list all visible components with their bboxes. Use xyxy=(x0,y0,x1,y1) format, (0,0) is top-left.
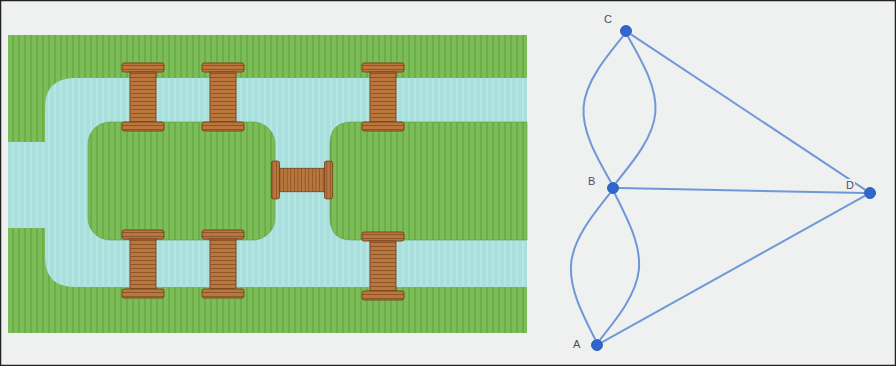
bridge xyxy=(122,230,164,298)
graph-edge xyxy=(571,193,610,339)
vertex-circle xyxy=(608,183,619,194)
graph-edge xyxy=(631,34,865,189)
bridge xyxy=(202,63,244,131)
vertex-dot xyxy=(864,187,876,199)
island xyxy=(88,122,275,240)
vertex-dot xyxy=(607,182,619,194)
bridge xyxy=(271,161,332,199)
east-land xyxy=(330,122,527,240)
vertex-dot xyxy=(591,339,603,351)
graph-vertex: A xyxy=(591,339,603,351)
vertex-circle xyxy=(865,188,876,199)
vertex-dot xyxy=(620,25,632,37)
graph-edge xyxy=(619,188,864,193)
vertex-circle xyxy=(621,26,632,37)
graph-edge xyxy=(583,36,623,182)
bridge xyxy=(362,63,404,131)
vertex-label: C xyxy=(603,13,613,25)
vertex-label: A xyxy=(572,338,581,350)
vertex-label: B xyxy=(587,175,596,187)
graph-vertex: D xyxy=(864,187,876,199)
graph-vertex: C xyxy=(620,25,632,37)
land xyxy=(8,35,527,333)
bridge xyxy=(122,63,164,131)
bridge xyxy=(202,230,244,298)
graph-vertex: B xyxy=(607,182,619,194)
river xyxy=(45,78,527,287)
graph-edge xyxy=(616,37,656,183)
vertex-circle xyxy=(592,340,603,351)
river-inflow xyxy=(8,142,60,228)
bridge xyxy=(362,232,404,300)
graph-edge xyxy=(602,196,865,342)
graph-edge xyxy=(600,194,639,340)
vertex-label: D xyxy=(845,179,855,191)
